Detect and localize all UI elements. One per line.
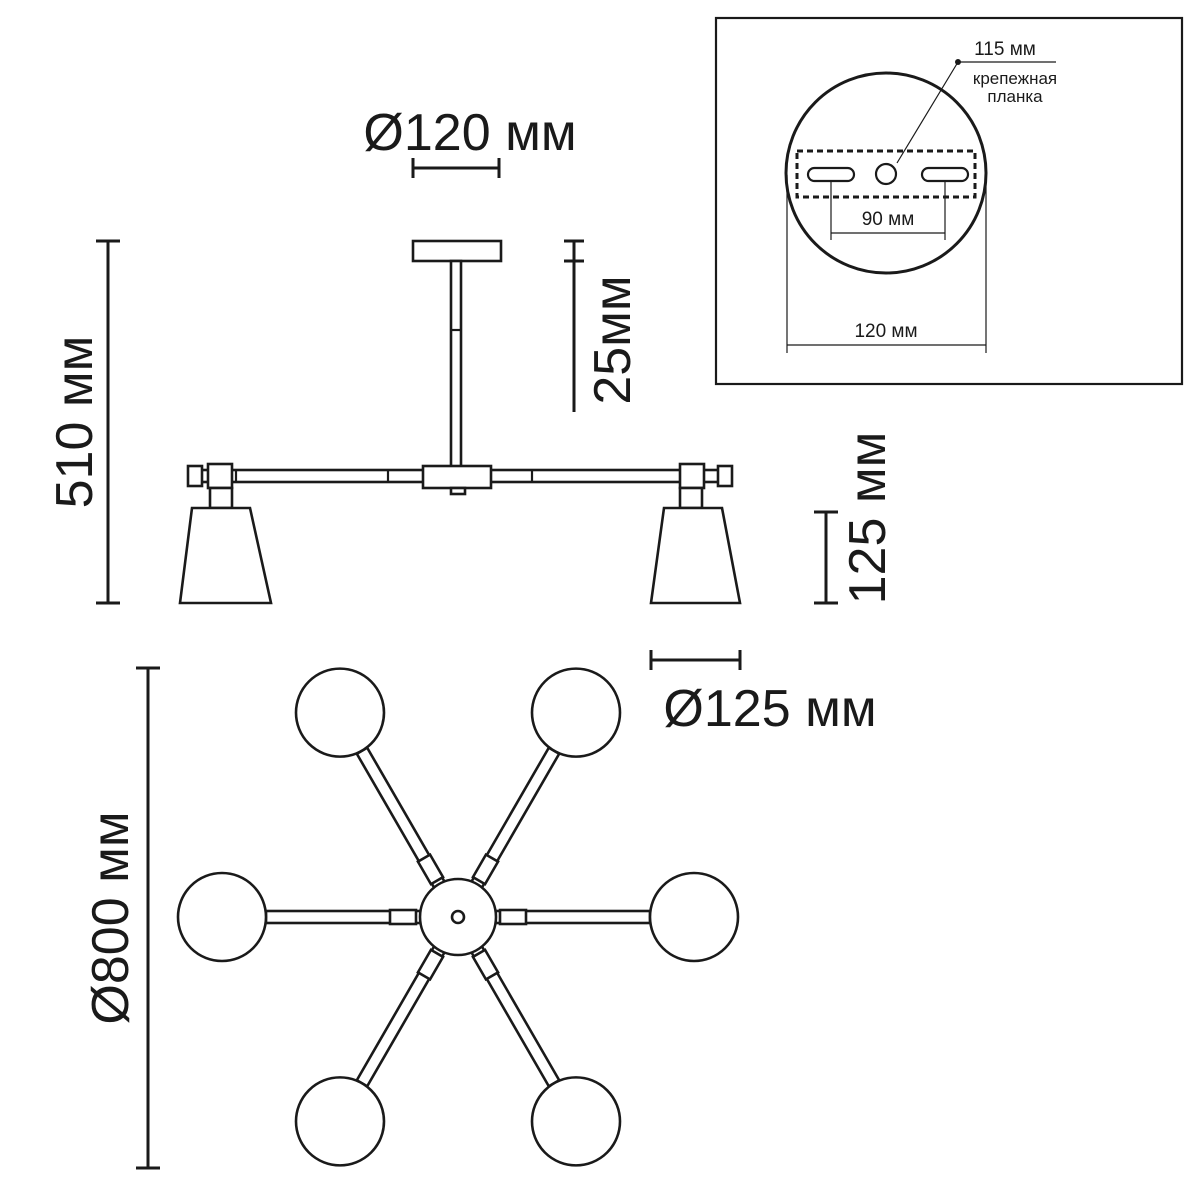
arm-end-cap-left <box>186 464 204 488</box>
arm-joint <box>471 852 500 886</box>
top-view-arm-1 <box>456 871 740 963</box>
holder-right <box>678 462 706 490</box>
mounting-slot-right <box>920 166 970 183</box>
arm-joint <box>498 908 528 926</box>
canopy-depth-label: 25мм <box>584 275 642 404</box>
center-hub-side <box>421 464 493 490</box>
inset-frame <box>714 16 1184 386</box>
base-diameter-label: 120 мм <box>854 321 917 342</box>
top-view-arm-5 <box>294 912 465 1167</box>
arm-joint <box>471 948 500 982</box>
arm-joint <box>388 908 418 926</box>
lamp-shade-top <box>294 1076 386 1167</box>
arm-end-cap-right <box>716 464 734 488</box>
arm-joint <box>416 948 445 982</box>
top-view: Ø125 мм Ø800 мм <box>82 650 877 1170</box>
bracket-label-line2: планка <box>987 87 1043 106</box>
bracket-leader-line <box>896 61 959 164</box>
center-hub-screw <box>450 909 466 925</box>
shade-height-label: 125 мм <box>839 432 897 605</box>
top-view-arms <box>176 667 740 1167</box>
side-view: Ø120 мм 510 мм <box>46 104 897 605</box>
shade-right <box>649 506 742 605</box>
fixture-diameter-label: Ø800 мм <box>82 811 140 1024</box>
inset-base-circle <box>784 71 988 275</box>
total-height-label: 510 мм <box>46 336 104 509</box>
lamp-shade-top <box>530 1076 622 1167</box>
lamp-shade-top <box>176 871 268 963</box>
top-view-arm-4 <box>176 871 460 963</box>
lamp-shade-top <box>530 667 622 758</box>
hole-spacing-label: 90 мм <box>862 209 915 230</box>
center-hole <box>874 162 898 186</box>
suspension-rod <box>449 259 463 469</box>
lamp-shade-top <box>294 667 386 758</box>
holder-left <box>206 462 234 490</box>
ceiling-canopy <box>411 239 503 263</box>
canopy-diameter-label: Ø120 мм <box>363 104 576 162</box>
top-view-arm-6 <box>451 912 622 1167</box>
top-view-arm-3 <box>294 667 465 922</box>
socket-left <box>208 486 234 510</box>
mounting-slot-left <box>806 166 856 183</box>
socket-right <box>678 486 704 510</box>
mounting-bracket <box>795 149 977 199</box>
hub-nut <box>449 486 467 496</box>
arm-joint <box>416 852 445 886</box>
shade-diameter-label: Ø125 мм <box>663 680 876 738</box>
mounting-inset: 115 мм крепежная планка 90 мм 120 мм <box>714 16 1184 386</box>
lamp-shade-top <box>648 871 740 963</box>
shade-left <box>178 506 273 605</box>
top-view-arm-2 <box>451 667 622 922</box>
bracket-label-line1: крепежная <box>973 69 1057 88</box>
bracket-length-label: 115 мм <box>974 39 1036 60</box>
